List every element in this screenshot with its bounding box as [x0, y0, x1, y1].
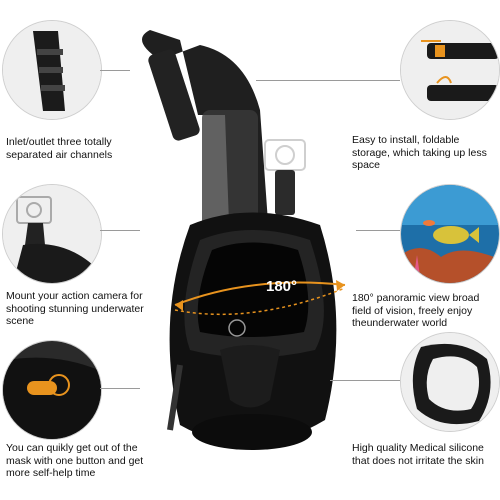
foldable-snorkel-icon [401, 21, 499, 119]
silicone-seal-icon [401, 333, 499, 431]
snorkel-channels-icon [3, 21, 101, 119]
leader-line [256, 80, 400, 81]
feature-caption-silicone: High quality Medical silicone that does … [352, 442, 484, 467]
leader-line [100, 230, 140, 231]
snorkel-tube [142, 30, 270, 250]
camera-mount-icon [264, 139, 306, 215]
feature-caption-panoramic: 180° panoramic view broad field of visio… [352, 292, 480, 329]
panoramic-arc [174, 280, 346, 316]
snorkel-channels-thumbnail [2, 20, 102, 120]
full-face-snorkel-mask [142, 30, 346, 450]
leader-line [330, 380, 400, 381]
silicone-seal-thumbnail [400, 332, 500, 432]
mask-body [167, 212, 337, 450]
feature-caption-foldable: Easy to install, foldable storage, which… [352, 134, 487, 171]
leader-line [100, 70, 130, 71]
leader-line [100, 388, 140, 389]
feature-caption-camera-mount: Mount your action camera for shooting st… [6, 290, 144, 327]
underwater-reef-thumbnail [400, 184, 500, 284]
underwater-reef-icon [401, 185, 499, 283]
leader-line [356, 230, 400, 231]
view-angle-label: 180° [266, 278, 298, 295]
foldable-snorkel-thumbnail [400, 20, 500, 120]
quick-release-button-icon [3, 341, 101, 439]
camera-mount-thumbnail [2, 184, 102, 284]
camera-mount-icon [3, 185, 101, 283]
feature-caption-quick-release: You can quikly get out of the mask with … [6, 442, 144, 479]
feature-caption-air-channels: Inlet/outlet three totally separated air… [6, 136, 113, 161]
quick-release-thumbnail [2, 340, 102, 440]
